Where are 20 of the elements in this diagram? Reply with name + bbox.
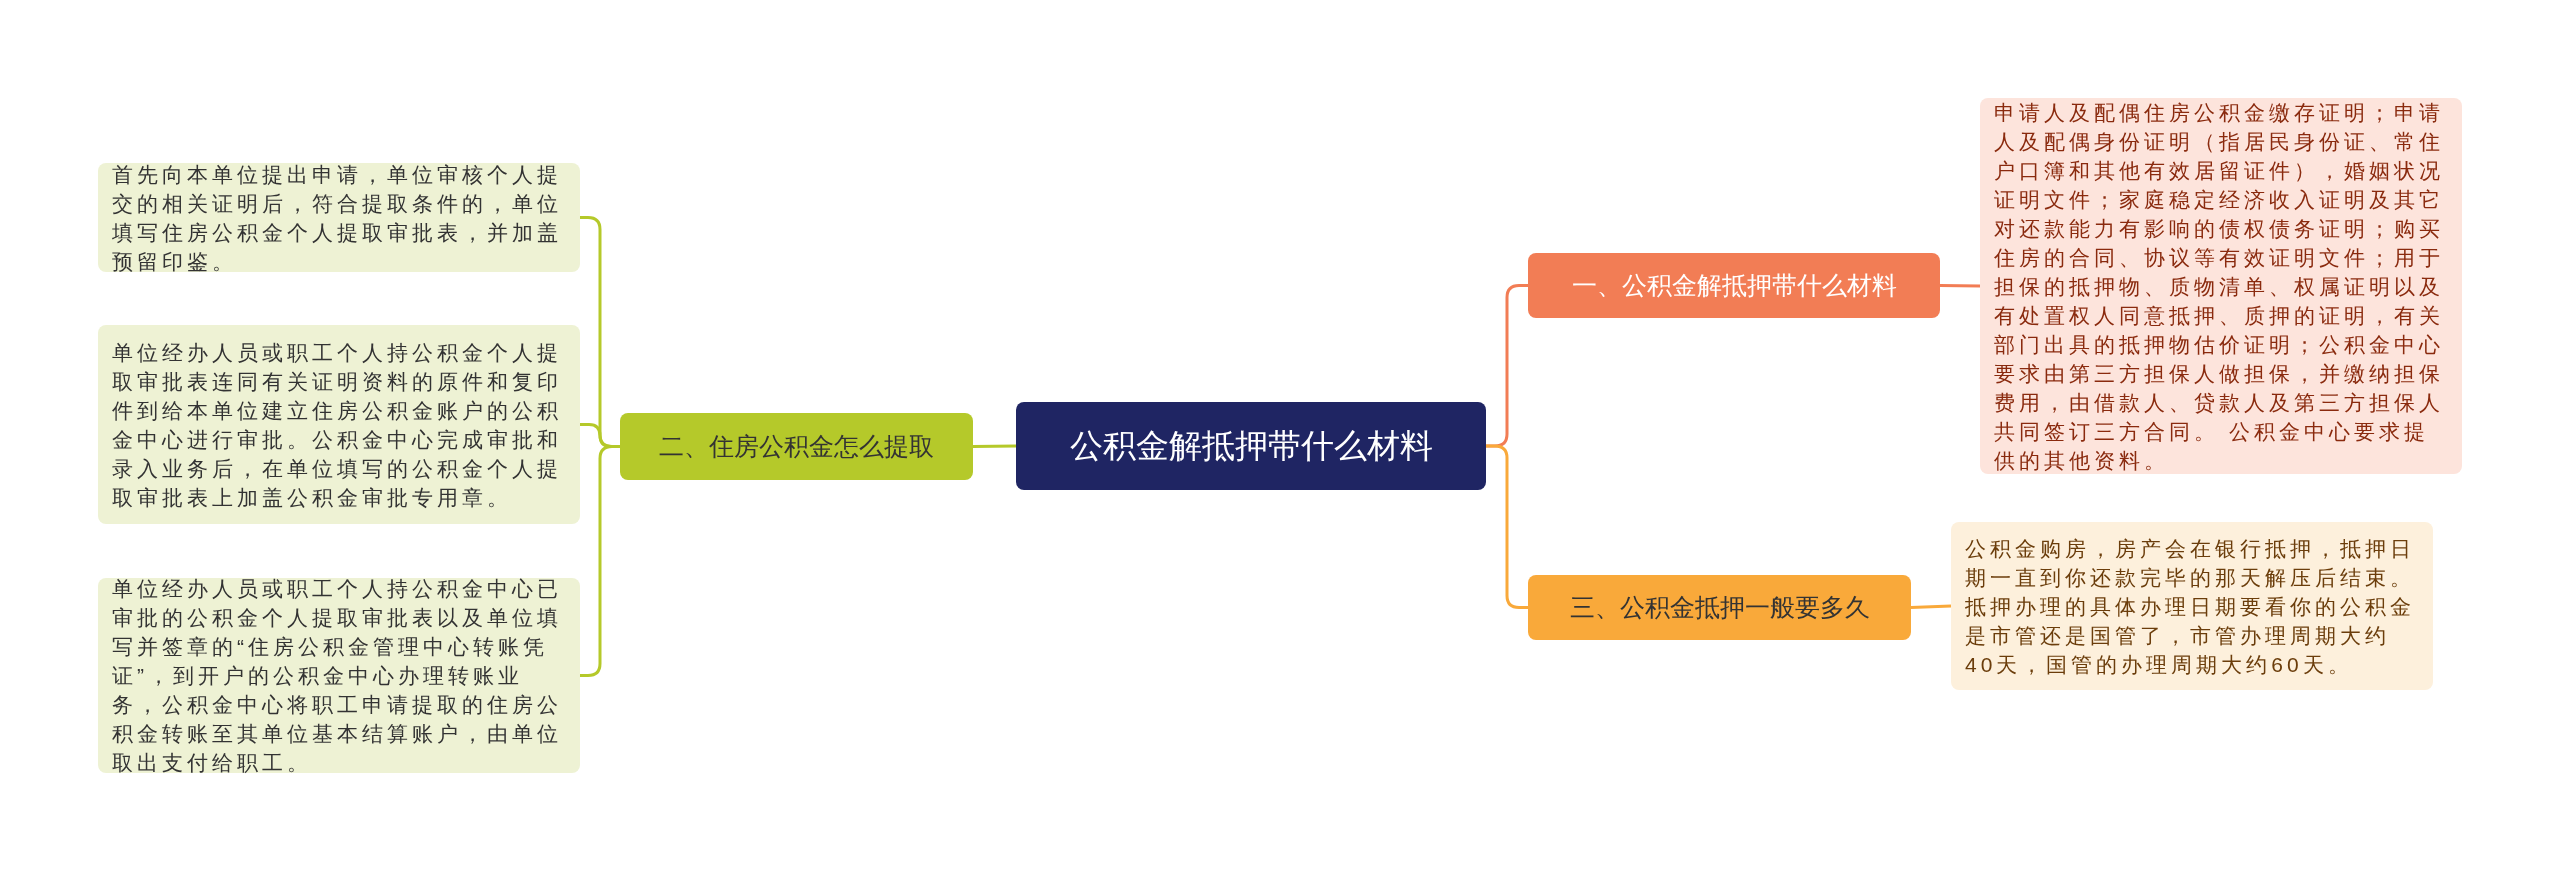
branch-topic-box xyxy=(620,413,973,480)
topic-text: 三、公积金抵押一般要多久 xyxy=(1568,591,1871,623)
topic-text: 二、住房公积金怎么提取 xyxy=(658,430,935,462)
topic-text: 单位经办人员或职工个人持公积金个人提取审批表连同有关证明资料的原件和复印件到给本单位建立住房公积金账户的公积金中心进行审批。公积金中心完成审批和录入业务后，在单位填写的公积金个人提取审批表上加盖公积金审批专用章。 xyxy=(112,339,563,511)
branch-topic-box xyxy=(1528,575,1911,640)
topic-text: 申请人及配偶住房公积金缴存证明；申请人及配偶身份证明（指居民身份证、常住户口簿和其他有效居留证件），婚姻状况证明文件；家庭稳定经济收入证明及其它对还款能力有影响的债权债务证明；购买住房的合同、协议等有效证明文件；用于担保的抵押物、质物清单、权属证明以及有处置权人同意抵押、质押的证明，有关部门出具的抵押物估价证明；公积金中心要求由第三方担保人做担保，并缴纳担保费用，由借款人、贷款人及第三方担保人共同签订三方合同。 公积金中心要求提供的其他资料。 xyxy=(1994,99,2445,474)
connector-line xyxy=(973,444,1016,448)
detail-note-box xyxy=(98,325,580,524)
topic-text: 公积金解抵押带什么材料 xyxy=(1068,426,1434,467)
topic-text: 单位经办人员或职工个人持公积金中心已审批的公积金个人提取审批表以及单位填写并签章的“住房公积金管理中心转账凭证”，到开户的公积金中心办理转账业务，公积金中心将职工申请提取的住房公积金转账至其单位基本结算账户，由单位取出支付给职工。 xyxy=(112,576,563,776)
connector-line xyxy=(580,445,620,677)
branch-topic-box xyxy=(1528,253,1940,318)
detail-note-box xyxy=(1951,522,2433,690)
topic-text: 公积金购房，房产会在银行抵押，抵押日期一直到你还款完毕的那天解压后结束。抵押办理的具体办理日期要看你的公积金是市管还是国管了，市管办理周期大约40天，国管的办理周期大约60天。 xyxy=(1965,535,2416,678)
connector-line xyxy=(1486,444,1528,609)
connector-line xyxy=(1939,284,1981,288)
topic-text: 首先向本单位提出申请，单位审核个人提交的相关证明后，符合提取条件的，单位填写住房公积金个人提取审批表，并加盖预留印鉴。 xyxy=(112,161,563,275)
central-topic-box xyxy=(1016,402,1486,490)
topic-text: 一、公积金解抵押带什么材料 xyxy=(1570,269,1898,301)
connector-line xyxy=(1910,604,1952,609)
